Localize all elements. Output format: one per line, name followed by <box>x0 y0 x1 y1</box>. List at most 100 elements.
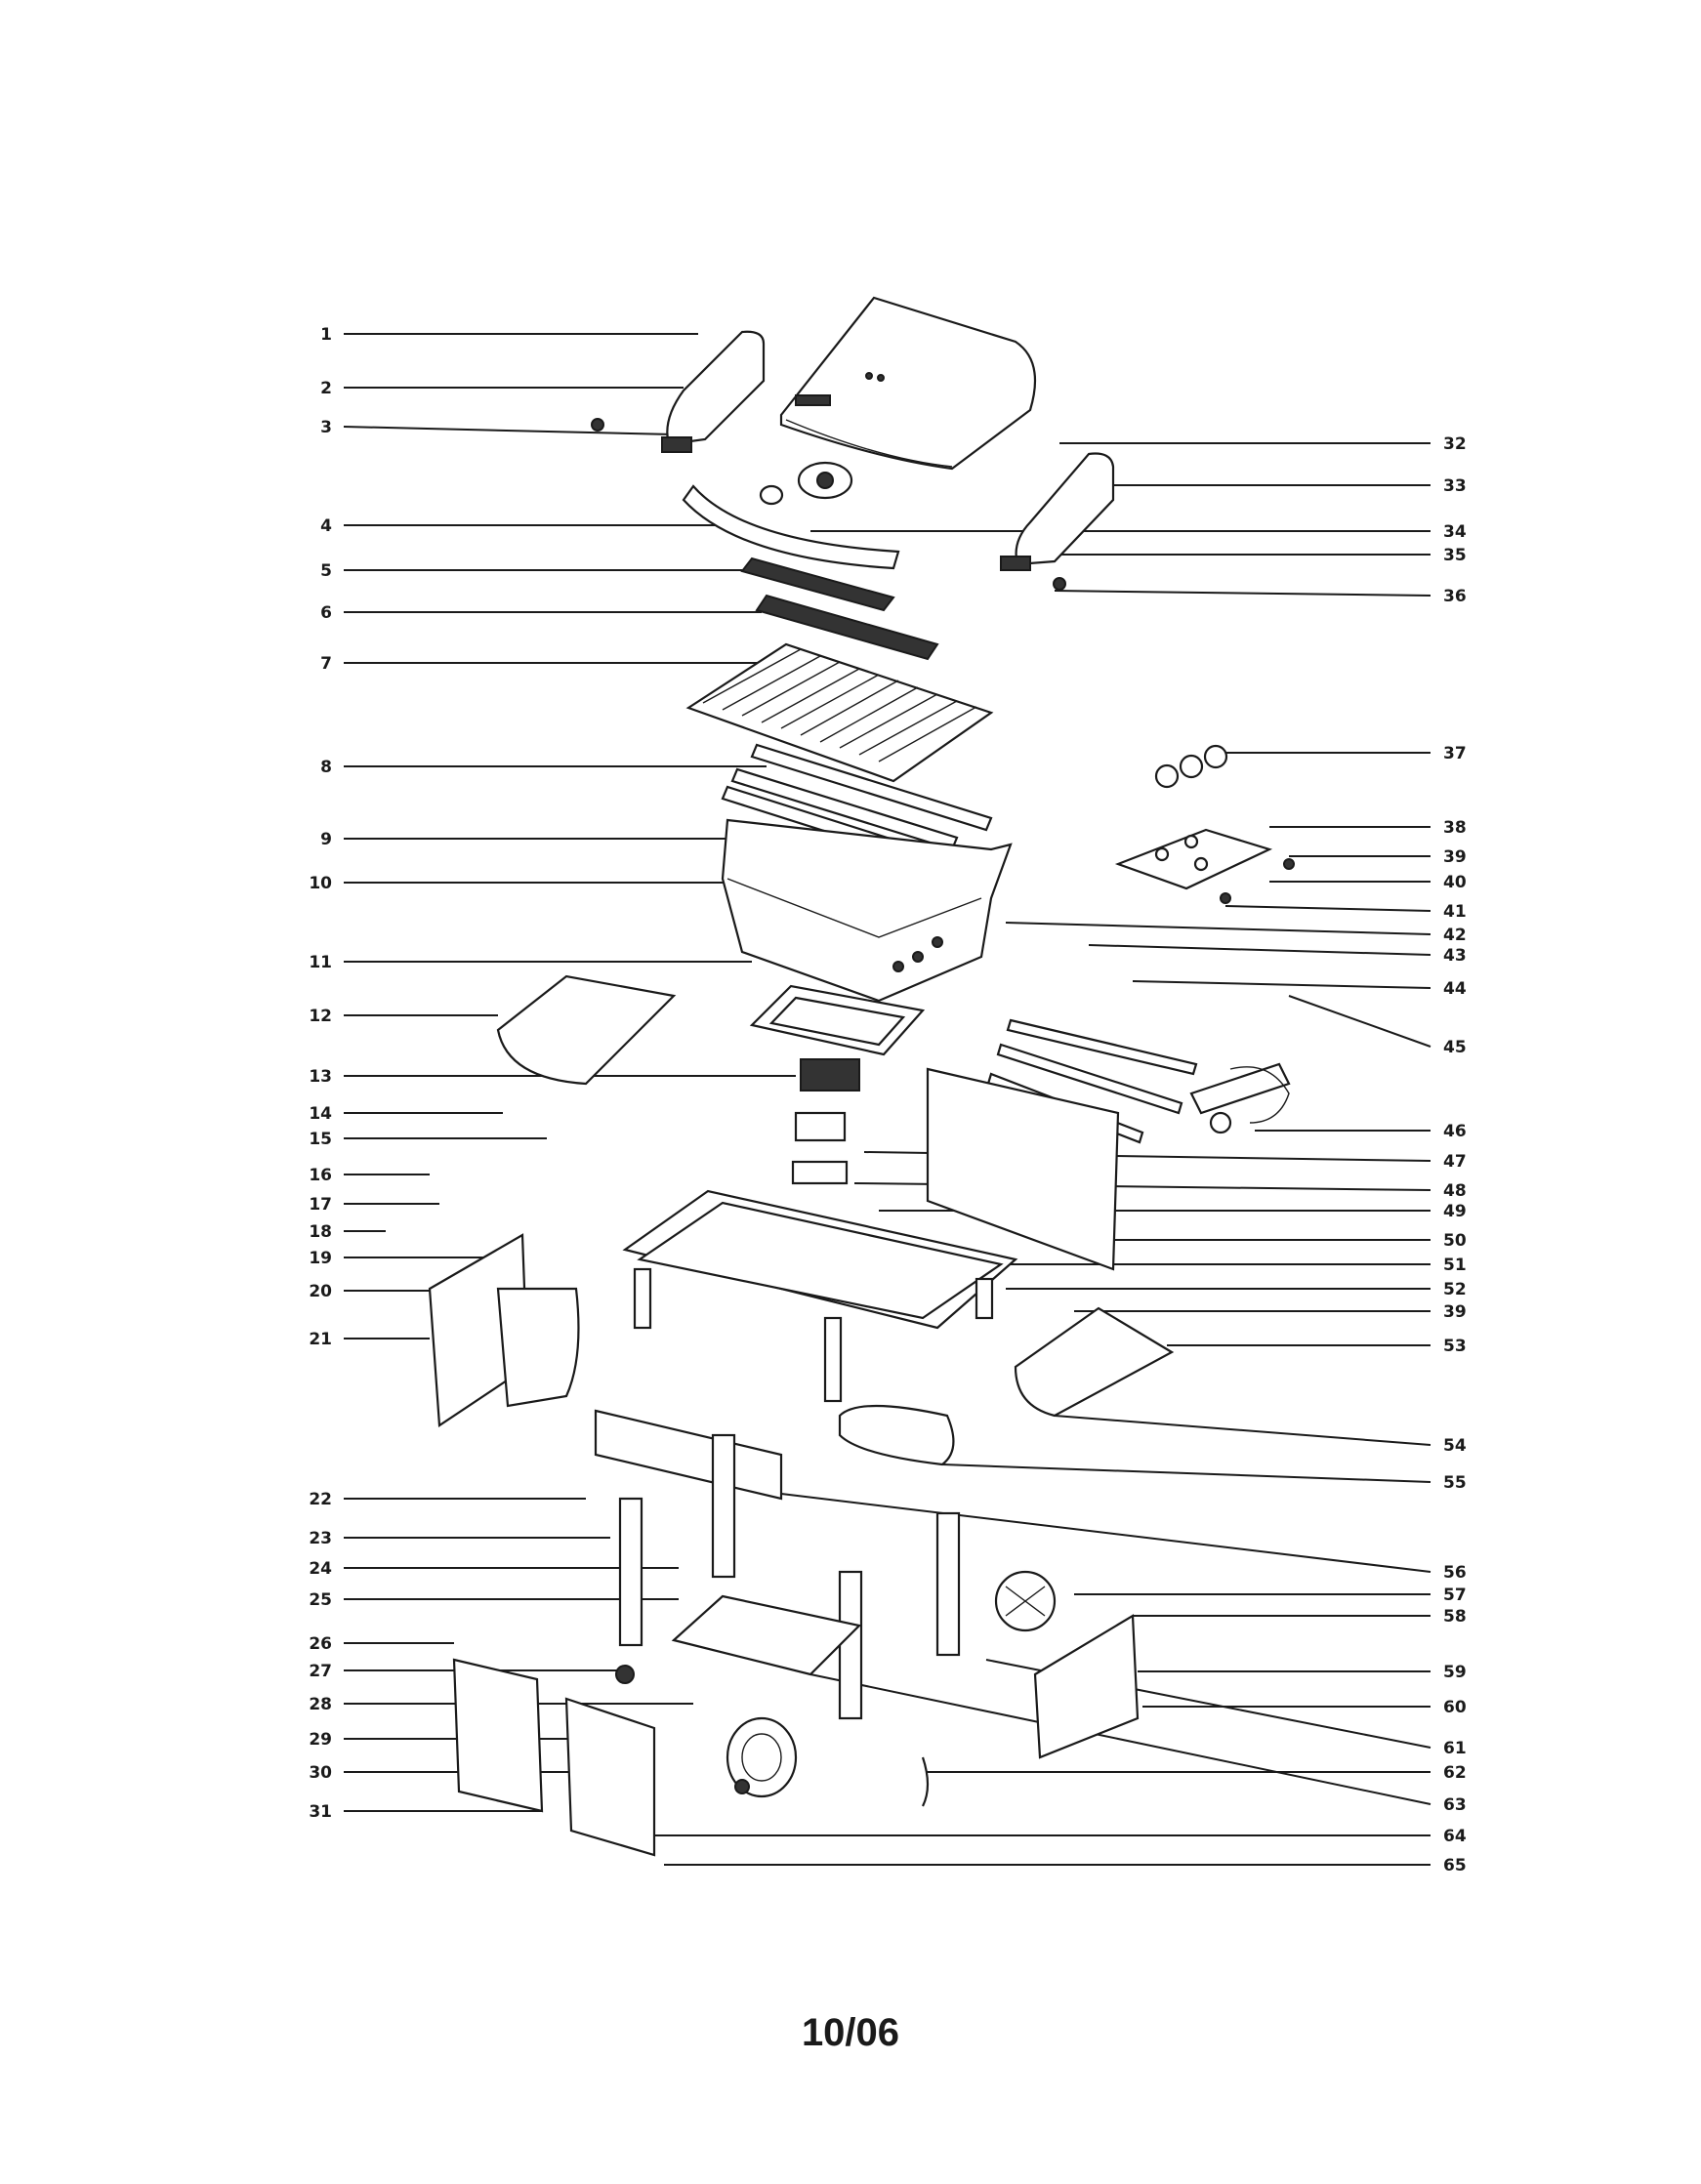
right-door <box>1033 1614 1140 1759</box>
callout-number: 28 <box>309 1695 332 1714</box>
callout-number: 39 <box>1443 847 1467 867</box>
leader-line <box>1005 922 1431 935</box>
callout-number: 61 <box>1443 1739 1467 1758</box>
hardware-pieces <box>591 418 1295 1807</box>
left-side-table <box>496 974 677 1086</box>
callout-number: 10 <box>309 874 332 893</box>
callout-number: 46 <box>1443 1122 1467 1141</box>
callout-number: 49 <box>1443 1202 1467 1221</box>
callout-number: 38 <box>1443 818 1467 838</box>
callout-number: 18 <box>309 1222 332 1242</box>
callout-number: 1 <box>320 325 332 345</box>
left-end-cap <box>661 330 766 453</box>
callout-number: 12 <box>309 1007 332 1026</box>
thermometer <box>797 461 853 500</box>
callout-numbers: 1234567891011121314151617181920212223242… <box>309 325 1467 1875</box>
callout-number: 48 <box>1443 1181 1467 1201</box>
drip-tray-holder <box>791 1058 860 1185</box>
cooking-grate <box>685 642 994 783</box>
leader-line <box>1054 1415 1431 1446</box>
heat-shield <box>926 1067 1120 1271</box>
callout-number: 44 <box>1443 979 1467 999</box>
left-frame-panel <box>428 1233 580 1427</box>
diagram-date: 10/06 <box>801 2011 900 2054</box>
callout-number: 7 <box>320 654 332 674</box>
flavorizer-grate <box>755 594 939 661</box>
callout-number: 21 <box>309 1330 332 1349</box>
callout-number: 8 <box>320 758 332 777</box>
callout-number: 35 <box>1443 546 1467 565</box>
callout-number: 3 <box>320 418 332 437</box>
leader-line <box>343 426 675 435</box>
callout-number: 15 <box>309 1130 332 1149</box>
callout-number: 23 <box>309 1529 332 1548</box>
right-front-door <box>564 1697 656 1857</box>
callout-number: 60 <box>1443 1698 1467 1717</box>
leader-line <box>809 1673 1431 1805</box>
right-side-table <box>1014 1306 1175 1418</box>
leader-line <box>1054 590 1431 597</box>
front-panel <box>594 1409 783 1501</box>
callout-number: 13 <box>309 1067 332 1087</box>
callout-number: 41 <box>1443 902 1467 922</box>
callout-number: 29 <box>309 1730 332 1750</box>
callout-number: 50 <box>1443 1231 1467 1251</box>
callout-number: 25 <box>309 1590 332 1610</box>
callout-number: 40 <box>1443 873 1467 892</box>
callout-number: 36 <box>1443 587 1467 606</box>
callout-number: 45 <box>1443 1038 1467 1057</box>
callout-number: 42 <box>1443 926 1467 945</box>
bottom-tray <box>749 984 926 1056</box>
callout-number: 34 <box>1443 522 1467 542</box>
callout-number: 54 <box>1443 1436 1467 1456</box>
callout-number: 19 <box>309 1249 332 1268</box>
callout-number: 47 <box>1443 1152 1467 1172</box>
leader-line <box>780 1493 1431 1573</box>
callout-number: 62 <box>1443 1763 1467 1783</box>
callout-number: 20 <box>309 1282 332 1301</box>
callout-number: 11 <box>309 953 332 972</box>
callout-number: 52 <box>1443 1280 1467 1299</box>
callout-number: 31 <box>309 1802 332 1822</box>
callout-number: 2 <box>320 379 332 398</box>
callout-number: 27 <box>309 1662 332 1681</box>
manifold <box>1189 1062 1291 1134</box>
leader-line <box>1288 995 1431 1048</box>
leader-line <box>1224 905 1431 912</box>
leader-line <box>941 1463 1431 1483</box>
cookbox <box>721 818 1013 1003</box>
callout-number: 55 <box>1443 1473 1467 1493</box>
handle <box>682 484 900 570</box>
callout-number: 37 <box>1443 744 1467 763</box>
callout-number: 17 <box>309 1195 332 1215</box>
callout-number: 32 <box>1443 434 1467 454</box>
callout-number: 56 <box>1443 1563 1467 1583</box>
callout-number: 4 <box>320 516 332 536</box>
fuel-gauge <box>994 1570 1057 1632</box>
cart-frame <box>622 1189 1018 1403</box>
grill-lid <box>779 296 1037 471</box>
callout-number: 58 <box>1443 1607 1467 1627</box>
callout-number: 16 <box>309 1166 332 1185</box>
callout-number: 43 <box>1443 946 1467 966</box>
callout-number: 6 <box>320 603 332 623</box>
callout-number: 53 <box>1443 1337 1467 1356</box>
wheel <box>726 1716 798 1798</box>
leader-line <box>1132 980 1431 989</box>
callout-number: 33 <box>1443 476 1467 496</box>
right-end-cap <box>1000 452 1115 571</box>
callout-number: 24 <box>309 1559 332 1579</box>
callout-number: 39 <box>1443 1302 1467 1322</box>
callout-number: 65 <box>1443 1856 1467 1875</box>
leader-line <box>1088 944 1431 956</box>
callout-number: 26 <box>309 1634 332 1654</box>
callout-number: 22 <box>309 1490 332 1509</box>
callout-number: 57 <box>1443 1586 1467 1605</box>
callout-number: 51 <box>1443 1256 1467 1275</box>
callout-number: 64 <box>1443 1827 1467 1846</box>
callout-number: 30 <box>309 1763 332 1783</box>
callout-number: 14 <box>309 1104 332 1124</box>
callout-number: 63 <box>1443 1795 1467 1815</box>
callout-number: 9 <box>320 830 332 849</box>
